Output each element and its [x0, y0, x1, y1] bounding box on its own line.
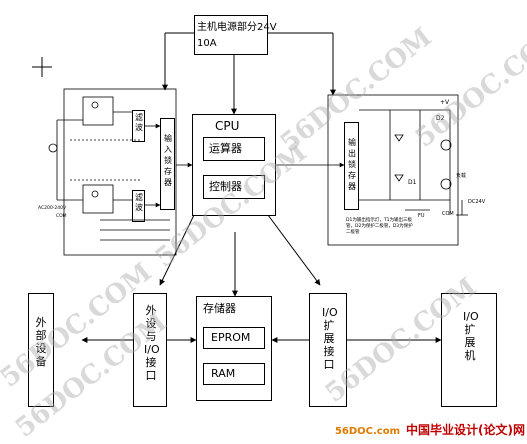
dc-label: DC24V — [468, 199, 486, 205]
d1-label: D1 — [408, 179, 417, 186]
memory-box: 存储器 EPROM RAM — [196, 296, 272, 401]
footer-brand: 56DOC.com 中国毕业设计(论文)网 — [335, 421, 525, 438]
expansion-port-box: I/O扩展接口 — [309, 293, 347, 407]
memory-title: 存储器 — [203, 302, 236, 315]
output-register-label: 输出锁存器 — [348, 138, 356, 191]
plus-v-label: +V — [440, 99, 450, 106]
alu-label: 运算器 — [209, 142, 242, 155]
power-label-line2: 10A — [197, 38, 217, 49]
input-register-box: 输入锁存器 — [160, 118, 175, 210]
external-device-box: 外部设备 — [28, 293, 54, 407]
output-note-text: D1为输出指示灯，T1为输出三极管，D2为保护二极管，D3为保护二极管 — [346, 218, 413, 235]
output-register-box: 输出锁存器 — [344, 122, 359, 210]
d2-label: D2 — [436, 115, 445, 122]
power-connectors — [162, 32, 336, 115]
input-register-label: 输入锁存器 — [164, 134, 172, 187]
alu-box: 运算器 — [203, 137, 265, 161]
input-com-label: COM — [56, 214, 67, 219]
ram-label: RAM — [211, 367, 236, 380]
fu-label: FU — [418, 213, 425, 219]
eprom-box: EPROM — [203, 327, 265, 349]
expansion-unit-box: I/O扩展机 — [441, 293, 497, 407]
controller-label: 控制器 — [209, 180, 242, 193]
cpu-title: CPU — [215, 119, 240, 133]
expansion-unit-label: I/O扩展机 — [463, 310, 479, 362]
filter-box-bottom: 滤波 — [132, 190, 145, 222]
load-label: 负载 — [456, 173, 467, 179]
footer-site: 56DOC.com — [334, 426, 401, 437]
power-label-line1: 主机电源部分24V — [197, 22, 277, 33]
output-circuit — [276, 94, 468, 246]
filter-bottom-label: 滤波 — [135, 193, 143, 212]
bus-connectors — [81, 214, 442, 343]
controller-box: 控制器 — [203, 175, 265, 199]
peripheral-io-box: 外设与I/O接口 — [133, 293, 167, 407]
cpu-box: CPU 运算器 控制器 — [192, 114, 276, 216]
filter-box-top: 滤波 — [132, 110, 145, 142]
expansion-port-label: I/O扩展接口 — [322, 306, 338, 371]
input-circuit — [48, 88, 193, 256]
eprom-label: EPROM — [211, 331, 251, 344]
ac-label: AC200-240V — [38, 206, 67, 211]
ram-box: RAM — [203, 363, 265, 385]
power-supply-box: 主机电源部分24V 10A — [194, 15, 277, 55]
crosshair-icon — [32, 57, 52, 77]
peripheral-io-label: 外设与I/O接口 — [144, 304, 160, 382]
output-com-label: COM — [442, 211, 454, 217]
footer-brand-text: 中国毕业设计(论文)网 — [406, 423, 525, 437]
output-note: D1为输出指示灯，T1为输出三极管，D2为保护二极管，D3为保护二极管 — [346, 218, 416, 236]
filter-top-label: 滤波 — [135, 113, 143, 132]
external-device-label: 外部设备 — [35, 316, 47, 368]
